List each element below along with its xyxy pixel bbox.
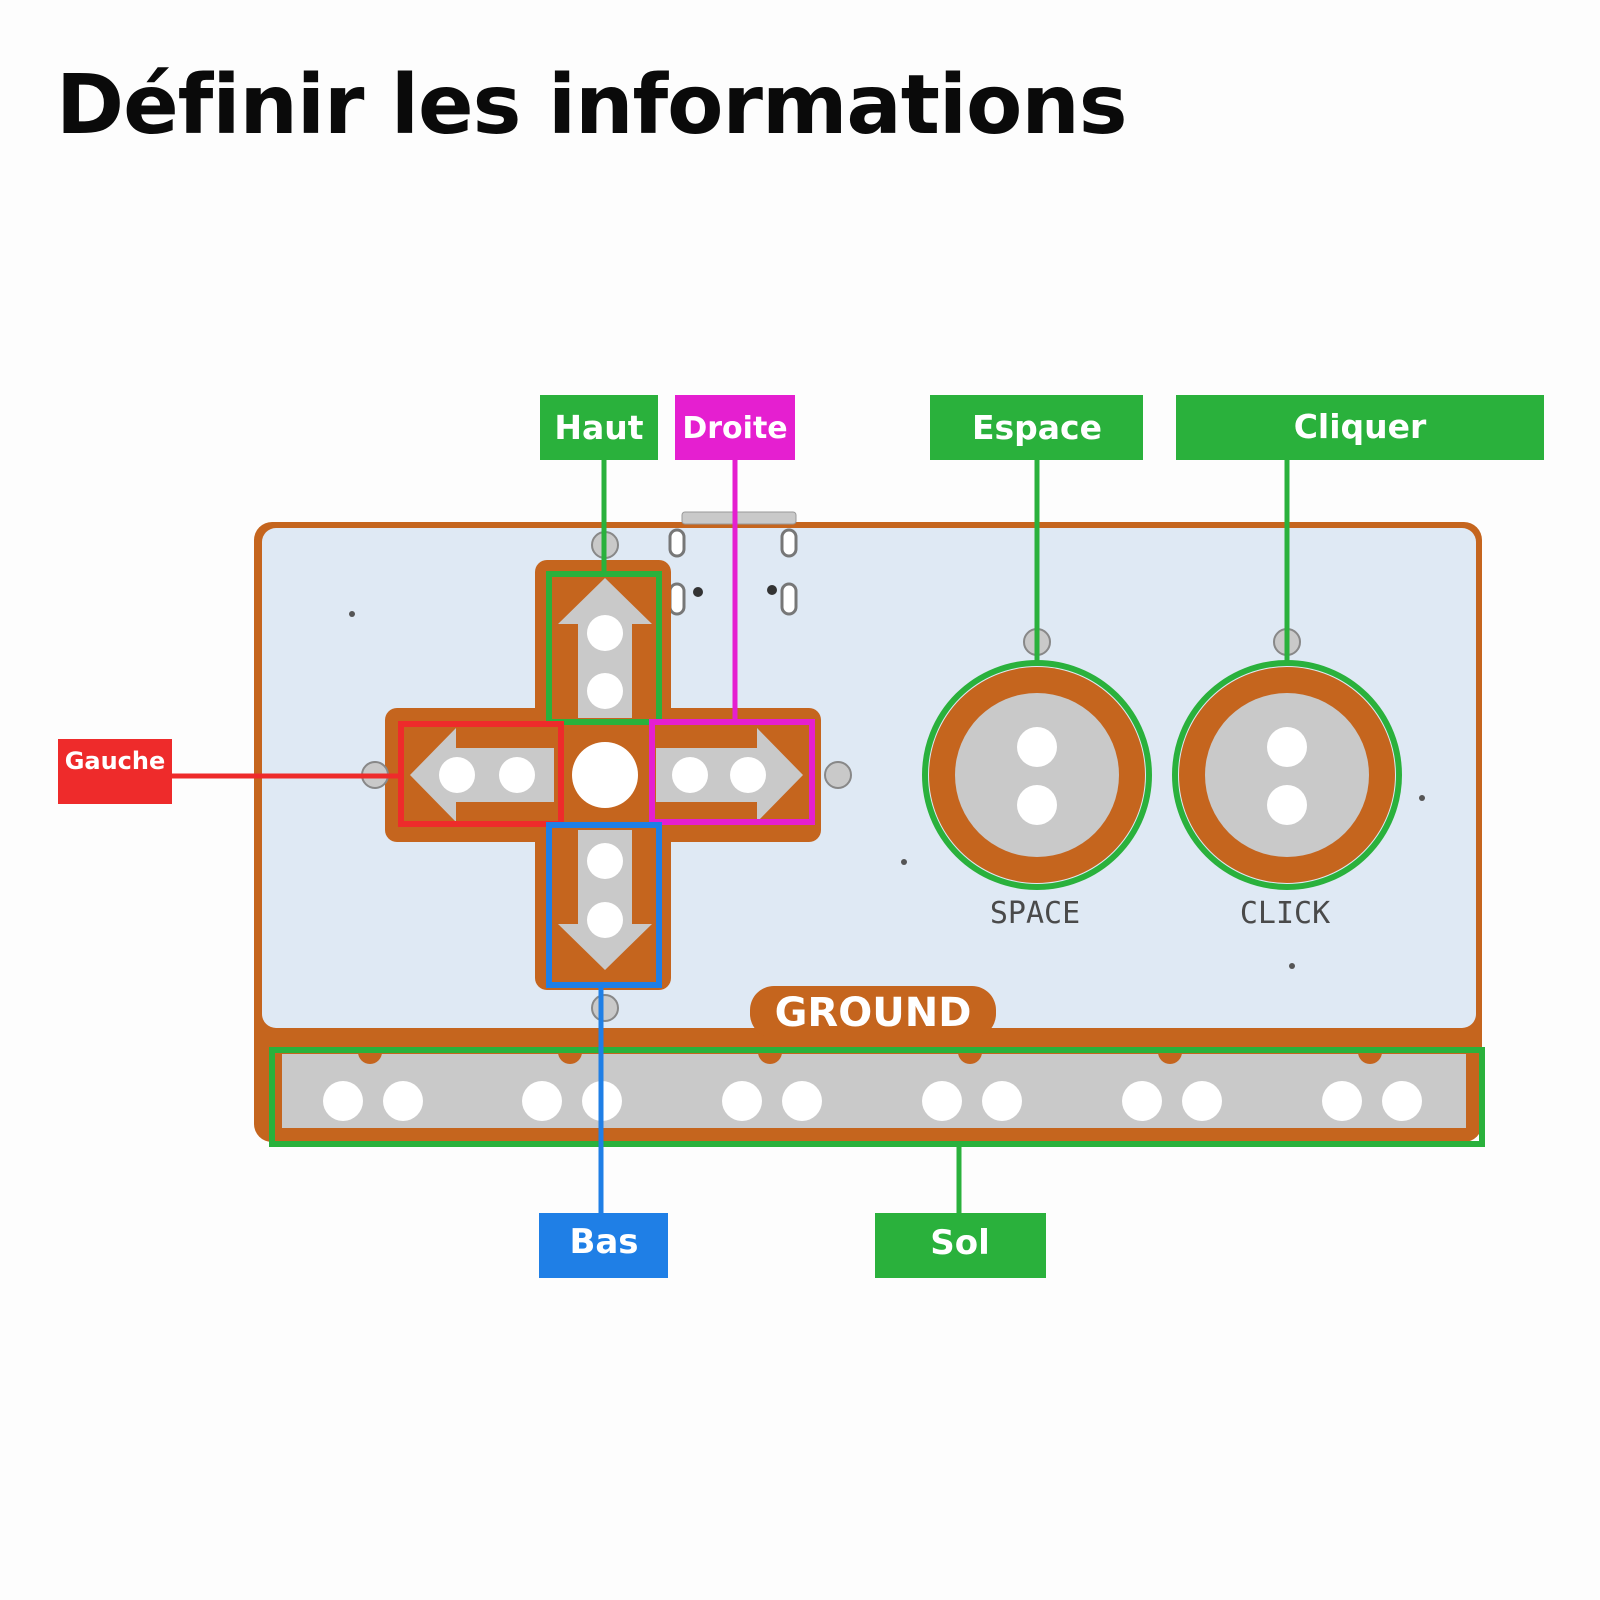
click-pad <box>1179 628 1395 883</box>
space-silkscreen: SPACE <box>990 896 1080 931</box>
label-cliquer: Cliquer <box>1176 395 1544 460</box>
space-pad <box>929 628 1145 883</box>
ground-silkscreen: GROUND <box>775 990 972 1036</box>
svg-text:Haut: Haut <box>554 408 643 447</box>
label-droite: Droite <box>675 395 795 460</box>
page-title: Définir les informations <box>56 58 1128 153</box>
right-highlight <box>649 719 815 825</box>
svg-text:Bas: Bas <box>569 1222 638 1262</box>
label-sol: Sol <box>875 1213 1046 1278</box>
label-gauche: Gauche <box>58 739 172 804</box>
svg-text:Espace: Espace <box>972 408 1102 447</box>
label-haut: Haut <box>540 395 658 460</box>
svg-text:Cliquer: Cliquer <box>1294 407 1427 446</box>
ground-highlight <box>269 1047 1485 1147</box>
label-espace: Espace <box>930 395 1143 460</box>
click-silkscreen: CLICK <box>1240 896 1330 931</box>
svg-text:Sol: Sol <box>930 1223 990 1263</box>
svg-text:Gauche: Gauche <box>65 747 166 775</box>
label-bas: Bas <box>539 1213 668 1278</box>
down-highlight <box>546 822 662 988</box>
svg-text:Droite: Droite <box>682 411 787 446</box>
dpad <box>361 531 852 1022</box>
